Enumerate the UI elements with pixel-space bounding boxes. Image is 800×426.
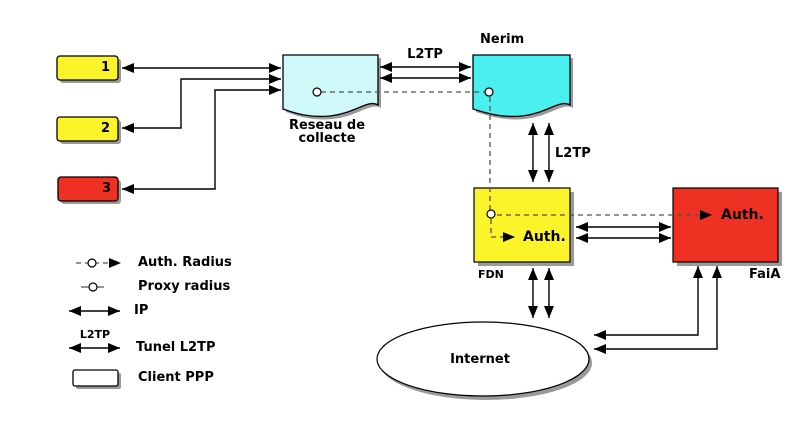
nerim-proxy-circle	[484, 87, 494, 97]
client1-box	[56, 55, 119, 81]
legend-ppp-box	[72, 369, 119, 387]
legend-proxy-circle	[88, 282, 98, 292]
fdn-box	[473, 187, 571, 263]
l2tp-label-top: L2TP	[407, 47, 443, 62]
faia-box	[672, 187, 779, 263]
legend-label-ip: IP	[134, 303, 149, 318]
legend-label-auth-radius: Auth. Radius	[138, 255, 232, 270]
l2tp-label-side: L2TP	[555, 146, 591, 161]
client1-label: 1	[100, 60, 110, 75]
fdn-auth-dash-arrow	[490, 219, 515, 242]
internet-label: Internet	[450, 352, 510, 367]
fdn-proxy-circle	[486, 209, 496, 219]
legend-label-tunel-l2tp: Tunel L2TP	[136, 340, 216, 355]
collecte-label-line2: collecte	[298, 131, 356, 146]
client3-label: 3	[101, 181, 111, 196]
arrow-client2-collecte	[122, 74, 281, 133]
client2-label: 2	[100, 121, 110, 136]
internet-ellipse	[376, 321, 590, 397]
ip-arrow-faia-internet-2	[594, 266, 722, 354]
legend-label-proxy-radius: Proxy radius	[138, 279, 231, 294]
legend-l2tp-tag: L2TP	[79, 328, 111, 341]
collecte-document-shape	[282, 54, 379, 118]
collecte-proxy-circle	[312, 87, 322, 97]
nerim-document-shape	[472, 54, 571, 118]
ip-arrow-faia-internet-1	[594, 266, 703, 340]
collecte-label-line1: Reseau de	[288, 118, 366, 133]
arrow-client3-collecte	[122, 85, 281, 194]
faia-auth-label: Auth.	[721, 207, 764, 223]
legend-label-client-ppp: Client PPP	[138, 370, 214, 385]
legend-auth-radius-circle	[87, 258, 97, 268]
fdn-label: FDN	[478, 268, 504, 281]
faia-label: FaiA	[749, 267, 781, 282]
nerim-label: Nerim	[480, 32, 525, 47]
client2-box	[56, 116, 119, 142]
client3-box	[57, 176, 119, 202]
fdn-auth-label: Auth.	[523, 229, 566, 245]
